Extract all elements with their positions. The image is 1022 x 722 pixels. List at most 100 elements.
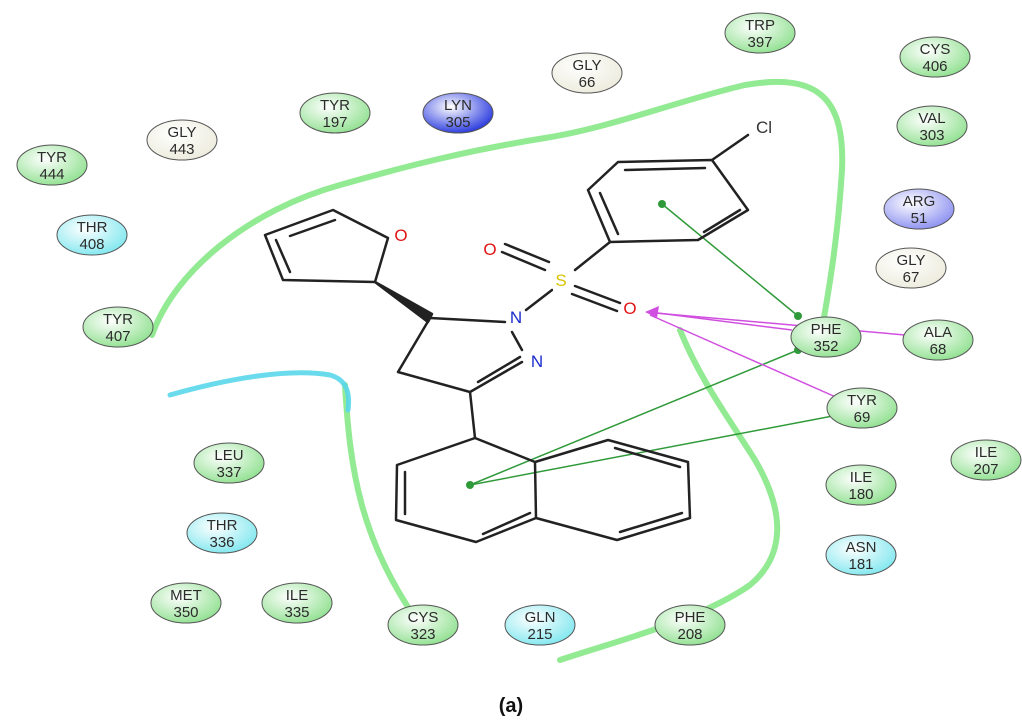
residue-name: TYR <box>37 149 67 166</box>
figure-caption: (a) <box>499 695 523 717</box>
residue-bubble <box>826 387 898 429</box>
sulfur-atom-label: S <box>555 271 566 290</box>
residue-number: 68 <box>930 341 947 358</box>
residue-name: GLN <box>525 609 556 626</box>
residue-number: 303 <box>919 127 944 144</box>
residue-number: 350 <box>173 604 198 621</box>
residue-bubble <box>82 306 154 348</box>
residue-number: 406 <box>922 58 947 75</box>
residue-name: PHE <box>811 321 842 338</box>
pyrazoline-nitrogen-label: N <box>531 352 543 371</box>
residue-bubble <box>56 214 128 256</box>
residue-name: TYR <box>103 311 133 328</box>
pocket-outline-left <box>342 382 423 628</box>
residue-name: ARG <box>903 193 936 210</box>
residue-bubble <box>261 582 333 624</box>
hbond-line-tyr69 <box>649 314 839 399</box>
solvent-exposure-outline <box>167 370 352 413</box>
chlorine-atom-label: Cl <box>756 118 772 137</box>
residue-bubble <box>422 92 494 134</box>
residue-bubble <box>16 144 88 186</box>
residue-number: 69 <box>854 409 871 426</box>
atom-label-background <box>482 241 498 259</box>
c-cl-bond <box>710 133 750 162</box>
residue-bubble <box>146 119 218 161</box>
atom-label-background <box>553 272 569 290</box>
residue-number: 180 <box>848 486 873 503</box>
stereo-wedge-bond <box>373 280 434 324</box>
residue-name: ILE <box>850 469 873 486</box>
atom-label-background <box>622 300 638 318</box>
residue-name: ALA <box>924 324 952 341</box>
residue-bubble <box>875 247 947 289</box>
residue-number: 305 <box>445 114 470 131</box>
residue-name: TRP <box>745 17 775 34</box>
pocket-outline-right <box>557 327 781 663</box>
residue-number: 181 <box>848 556 873 573</box>
residue-bubble <box>193 442 265 484</box>
atom-label-background <box>393 227 409 245</box>
residue-name: THR <box>207 517 238 534</box>
furan-ring <box>263 208 390 284</box>
residue-number: 408 <box>79 236 104 253</box>
residue-bubble <box>902 319 974 361</box>
residue-bubble <box>150 582 222 624</box>
residue-name: TYR <box>847 392 877 409</box>
residue-number: 337 <box>216 464 241 481</box>
sulfonyl-oxygen-label: O <box>623 299 636 318</box>
s-n-bond <box>524 288 554 312</box>
residue-number: 208 <box>677 626 702 643</box>
residue-number: 197 <box>322 114 347 131</box>
residue-name: GLY <box>897 252 926 269</box>
residue-name: LYN <box>444 97 472 114</box>
residue-number: 443 <box>169 141 194 158</box>
residue-bubble <box>883 188 955 230</box>
pyrazoline-naphthyl-bond <box>468 390 477 440</box>
furan-oxygen-label: O <box>394 226 407 245</box>
residue-number: 407 <box>105 328 130 345</box>
residue-name: CYS <box>920 41 951 58</box>
sulfonyl-oxygen-label: O <box>483 240 496 259</box>
residue-name: GLY <box>573 57 602 74</box>
residue-name: MET <box>170 587 202 604</box>
residue-bubble <box>299 92 371 134</box>
residue-bubble <box>654 604 726 646</box>
residue-number: 51 <box>911 210 928 227</box>
hbond-line-ala68 <box>654 312 906 336</box>
residue-name: ILE <box>286 587 309 604</box>
residue-number: 323 <box>410 626 435 643</box>
hbond-arrowhead <box>645 306 659 318</box>
pyrazoline-ring <box>396 316 524 394</box>
pocket-outline <box>149 78 846 343</box>
residue-bubble <box>186 512 258 554</box>
residue-name: GLY <box>168 124 197 141</box>
naphthalene-ring-right <box>533 438 692 542</box>
residue-bubble <box>896 105 968 147</box>
residue-number: 352 <box>813 338 838 355</box>
residue-bubble <box>825 534 897 576</box>
residue-bubble <box>899 36 971 78</box>
residue-name: CYS <box>408 609 439 626</box>
ligand-structure <box>263 133 750 544</box>
pi-pi-endpoint <box>794 312 802 320</box>
residue-name: ILE <box>975 444 998 461</box>
s-o-double-bond-2 <box>573 284 622 305</box>
